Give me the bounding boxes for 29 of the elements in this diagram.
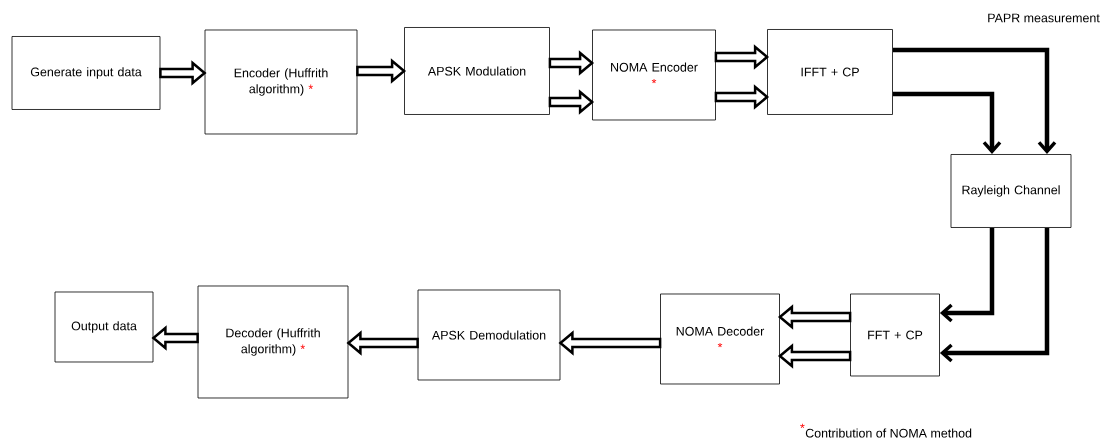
arrow	[548, 50, 595, 76]
process-box: APSK Modulation	[404, 27, 550, 115]
arrow	[159, 60, 207, 86]
arrow	[892, 91, 1002, 155]
arrow	[714, 44, 770, 70]
note-text: PAPR measurement	[988, 13, 1100, 23]
arrow	[548, 89, 595, 115]
arrow	[346, 330, 419, 356]
arrow	[777, 304, 852, 330]
process-box: APSK Demodulation	[417, 289, 561, 381]
process-box: Generate input data	[11, 36, 161, 110]
process-box: Encoder (Huffrith algorithm) *	[204, 29, 358, 135]
process-box: Output data	[54, 291, 154, 363]
process-box: NOMA Encoder *	[592, 29, 716, 121]
arrow	[939, 227, 1050, 363]
arrow	[939, 227, 995, 323]
arrow	[714, 84, 770, 110]
process-box: IFFT + CP	[767, 29, 893, 115]
note-text: Contribution of NOMA method	[805, 428, 972, 438]
arrow	[151, 325, 199, 351]
arrow	[892, 47, 1057, 155]
process-box: Decoder (Huffrith algorithm) *	[197, 285, 349, 399]
arrow	[777, 343, 852, 369]
process-box: Rayleigh Channel	[950, 154, 1072, 228]
footnote-mark: *	[800, 423, 805, 429]
arrow	[558, 330, 662, 356]
arrow	[356, 58, 407, 84]
process-box: FFT + CP	[850, 293, 940, 377]
process-box: NOMA Decoder *	[660, 293, 780, 385]
